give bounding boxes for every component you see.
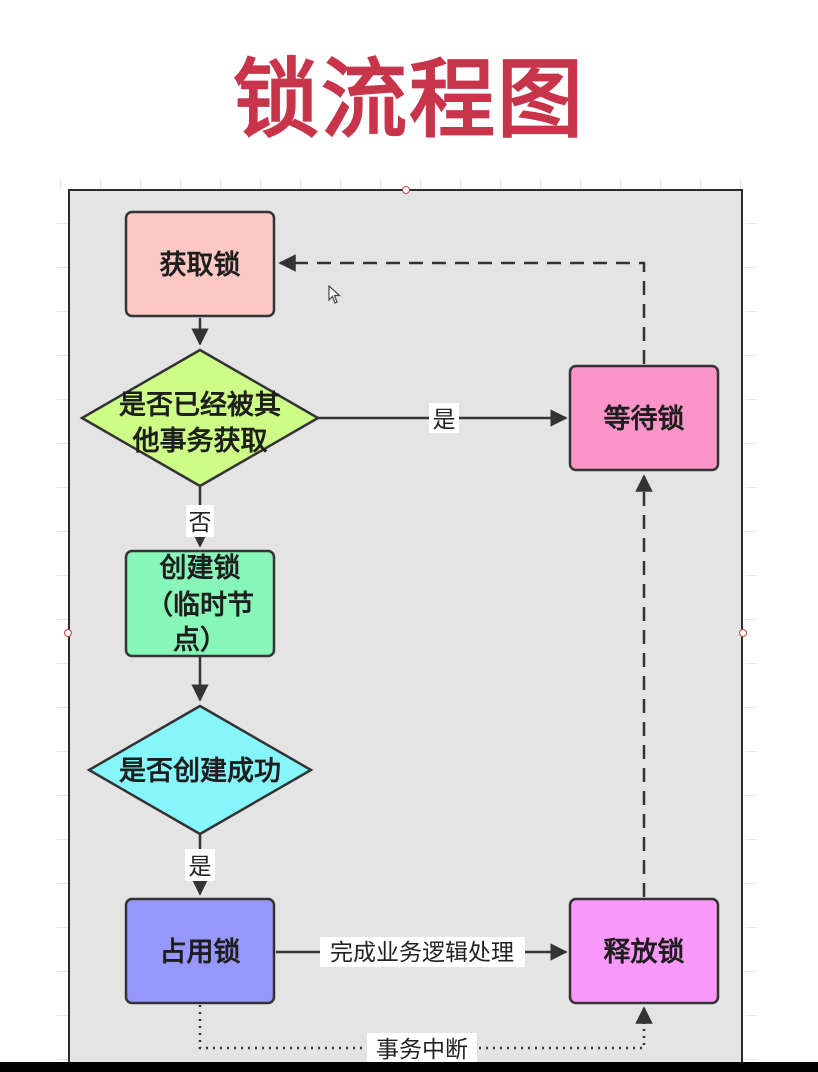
node-label-create-lock-3: 点）: [173, 625, 227, 656]
node-label-create-lock-2: （临时节: [146, 589, 254, 621]
page-title: 锁流程图: [233, 50, 585, 150]
node-check-acquired[interactable]: 是否已经被其 他事务获取: [79, 348, 321, 488]
node-release-lock[interactable]: 释放锁: [568, 897, 720, 1005]
node-create-lock[interactable]: 创建锁 （临时节 点）: [124, 549, 276, 658]
node-label-check-acquired-1: 是否已经被其: [119, 389, 281, 421]
canvas-ruler-right: [745, 190, 757, 1060]
node-acquire-lock[interactable]: 获取锁: [124, 210, 276, 318]
resize-handle-top[interactable]: [402, 186, 410, 194]
edge-label-yes-wait: 是: [433, 407, 456, 433]
edge-interrupt-to-release: 事务中断: [198, 1005, 653, 1063]
edge-label-interrupt: 事务中断: [376, 1037, 468, 1063]
edge-check-to-create: 否: [186, 486, 214, 548]
edge-label-yes-occupy: 是: [189, 854, 212, 880]
edge-label-business-done: 完成业务逻辑处理: [330, 940, 514, 966]
node-label-wait-lock: 等待锁: [604, 403, 685, 435]
node-wait-lock[interactable]: 等待锁: [568, 364, 720, 472]
bottom-bar: [0, 1062, 818, 1072]
node-label-acquire-lock: 获取锁: [160, 249, 241, 281]
canvas-ruler-left: [56, 190, 68, 1060]
resize-handle-left[interactable]: [64, 629, 72, 637]
node-label-release-lock: 释放锁: [604, 936, 685, 968]
edge-wait-to-acquire: [278, 254, 646, 364]
edge-label-no: 否: [189, 510, 212, 536]
node-label-create-lock-1: 创建锁: [159, 552, 241, 584]
edge-check-to-wait: 是: [318, 403, 568, 433]
node-occupy-lock[interactable]: 占用锁: [124, 897, 276, 1005]
node-label-occupy-lock: 占用锁: [160, 936, 241, 968]
edge-checkcreated-to-occupy: 是: [185, 834, 215, 896]
resize-handle-right[interactable]: [739, 629, 747, 637]
canvas-ruler-top: [60, 180, 760, 188]
node-label-check-acquired-2: 他事务获取: [132, 426, 268, 457]
node-check-created[interactable]: 是否创建成功: [86, 704, 314, 836]
edge-occupy-to-release: 完成业务逻辑处理: [276, 937, 568, 967]
mouse-pointer-icon: [328, 285, 342, 304]
node-label-check-created: 是否创建成功: [119, 756, 281, 787]
